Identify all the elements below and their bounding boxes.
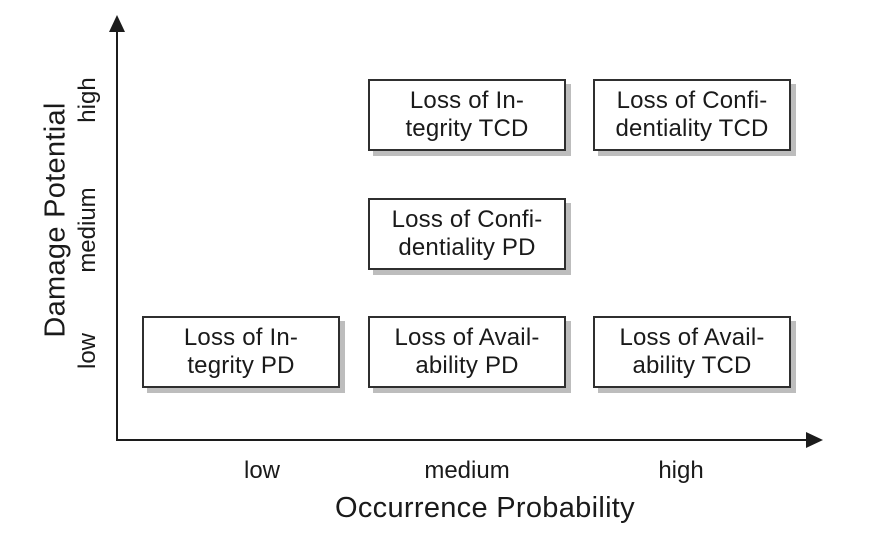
cell-label-line: tegrity TCD xyxy=(405,115,529,142)
y-tick-medium: medium xyxy=(74,187,101,273)
cell-label-line: Loss of Confi- xyxy=(616,87,768,114)
x-tick-high: high xyxy=(658,457,704,484)
cell-loss-of-confidentiality-tcd: Loss of Confi- dentiality TCD xyxy=(593,79,791,151)
cell-label-line: ability TCD xyxy=(632,352,752,379)
cell-loss-of-integrity-pd: Loss of In- tegrity PD xyxy=(142,316,340,388)
cell-loss-of-integrity-tcd: Loss of In- tegrity TCD xyxy=(368,79,566,151)
x-tick-medium: medium xyxy=(424,457,510,484)
cell-label-line: Loss of In- xyxy=(409,87,525,114)
cell-label-line: Loss of Avail- xyxy=(394,324,540,351)
cell-label-line: dentiality TCD xyxy=(615,115,769,142)
cell-label-line: ability PD xyxy=(415,352,519,379)
x-axis-line xyxy=(116,439,810,441)
cell-label-line: Loss of Avail- xyxy=(619,324,765,351)
cell-loss-of-confidentiality-pd: Loss of Confi- dentiality PD xyxy=(368,198,566,270)
x-tick-low: low xyxy=(243,457,281,484)
y-axis-title: Damage Potential xyxy=(39,102,72,338)
x-axis-arrowhead-icon xyxy=(806,432,823,448)
y-tick-low: low xyxy=(74,332,101,370)
cell-label-line: Loss of In- xyxy=(183,324,299,351)
cell-label-line: tegrity PD xyxy=(187,352,295,379)
y-tick-high: high xyxy=(74,77,101,123)
cell-label-line: Loss of Confi- xyxy=(391,206,543,233)
cell-loss-of-availability-tcd: Loss of Avail- ability TCD xyxy=(593,316,791,388)
cell-loss-of-availability-pd: Loss of Avail- ability PD xyxy=(368,316,566,388)
cell-label-line: dentiality PD xyxy=(398,234,536,261)
y-axis-arrowhead-icon xyxy=(109,15,125,32)
x-axis-title: Occurrence Probability xyxy=(335,492,635,524)
y-axis-line xyxy=(116,26,118,441)
